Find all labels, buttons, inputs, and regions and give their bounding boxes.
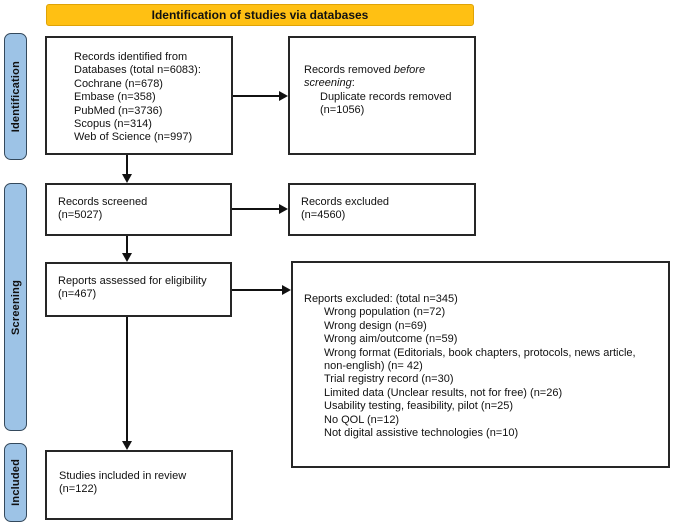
reports-excluded-title: Reports excluded: (total n=345)	[304, 293, 458, 305]
arrow-identified-to-screened	[122, 155, 132, 183]
banner-label: Identification of studies via databases	[151, 8, 369, 22]
phase-identification-text: Identification	[9, 60, 22, 133]
reports-assessed-text: Reports assessed for eligibility(n=467)	[58, 275, 207, 301]
phase-included-text: Included	[9, 459, 22, 506]
banner-identification-via-databases: Identification of studies via databases	[46, 4, 474, 26]
records-excluded-text: Records excluded(n=4560)	[301, 196, 390, 222]
arrow-assessed-to-included	[122, 317, 132, 450]
box-reports-excluded: Reports excluded: (total n=345) Wrong po…	[291, 261, 670, 468]
reports-excluded-reason-list: Wrong population (n=72)Wrong design (n=6…	[324, 306, 636, 440]
records-removed-item: Duplicate records removed (n=1056)	[320, 90, 452, 117]
box-studies-included: Studies included in review(n=122)	[45, 450, 233, 520]
phase-label-screening: Screening	[4, 183, 27, 431]
box-records-excluded: Records excluded(n=4560)	[288, 183, 476, 236]
phase-label-included: Included	[4, 443, 27, 522]
arrow-assessed-to-excluded	[232, 285, 291, 295]
studies-included-text: Studies included in review(n=122)	[59, 470, 187, 496]
phase-label-identification: Identification	[4, 33, 27, 160]
arrow-identified-to-removed	[233, 91, 288, 101]
records-removed-italic-2: screening	[304, 77, 352, 90]
records-screened-text: Records screened(n=5027)	[58, 196, 148, 222]
box-records-screened: Records screened(n=5027)	[45, 183, 232, 236]
records-removed-italic-1: before	[393, 64, 426, 76]
box-records-removed: Records removed before screening: Duplic…	[288, 36, 476, 155]
arrow-screened-to-assessed	[122, 236, 132, 262]
phase-screening-text: Screening	[9, 279, 22, 335]
arrow-screened-to-excluded	[232, 204, 288, 214]
box-reports-assessed: Reports assessed for eligibility(n=467)	[45, 262, 232, 317]
records-removed-suffix: :	[351, 77, 355, 90]
records-removed-prefix: Records removed	[304, 64, 394, 76]
records-removed-text: Records removed before screening: Duplic…	[304, 64, 466, 118]
